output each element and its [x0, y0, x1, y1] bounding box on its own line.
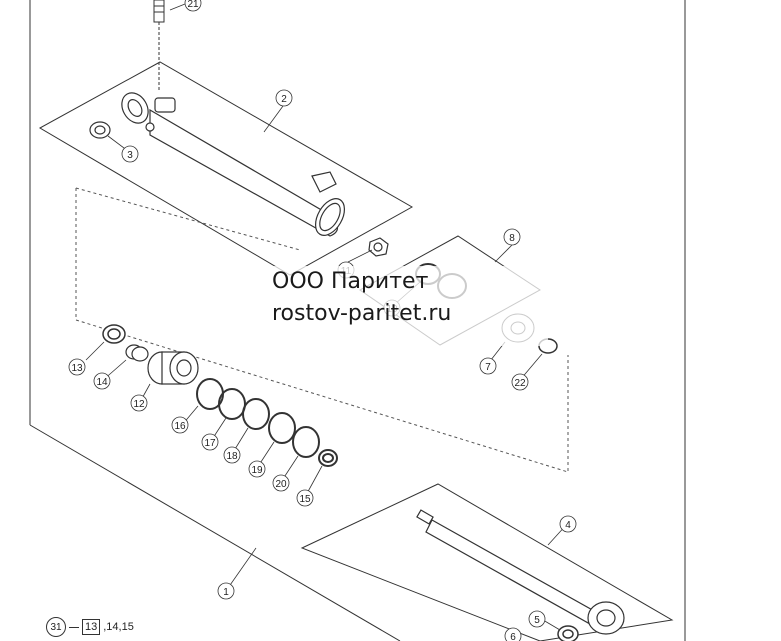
- callout-5: 5: [534, 615, 540, 626]
- callout-1: 1: [223, 587, 229, 598]
- part-3: [89, 121, 111, 139]
- callout-18: 18: [226, 451, 238, 462]
- callout-15: 15: [299, 494, 311, 505]
- callout-14: 14: [96, 377, 108, 388]
- callout-7: 7: [485, 362, 491, 373]
- footer-ref-boxed: 13: [82, 619, 101, 635]
- assembly-frame: [29, 0, 686, 641]
- callout-13: 13: [71, 363, 83, 374]
- callout-17: 17: [204, 438, 216, 449]
- watermark-site: rostov-paritet.ru: [272, 301, 452, 326]
- part-22: [538, 338, 558, 354]
- part-11: [368, 237, 389, 257]
- watermark: ООО Паритет rostov-paritet.ru: [248, 266, 548, 346]
- callout-16: 16: [174, 421, 186, 432]
- callout-12: 12: [133, 399, 145, 410]
- callout-6: 6: [510, 632, 516, 641]
- rod-4: [416, 509, 625, 635]
- footer-ref-dash: [69, 626, 79, 628]
- part-13: [102, 324, 126, 344]
- callout-21: 21: [187, 0, 199, 10]
- seal-rings: [196, 378, 320, 458]
- callout-22: 22: [514, 378, 526, 389]
- callout-19: 19: [251, 465, 263, 476]
- fitting-21: [153, 0, 165, 92]
- footer-reference: 31 13 ,14,15: [46, 617, 134, 637]
- callout-2: 2: [281, 94, 287, 105]
- footer-ref-number: 31: [46, 617, 66, 637]
- part-12: [147, 351, 199, 385]
- callout-3: 3: [127, 150, 133, 161]
- footer-ref-rest: ,14,15: [103, 621, 134, 633]
- callout-8: 8: [509, 233, 515, 244]
- barrel-2: [121, 92, 346, 237]
- part-14: [125, 344, 149, 362]
- rod-plane: [300, 483, 674, 641]
- callout-20: 20: [275, 479, 287, 490]
- piston-group-outline: [75, 187, 569, 473]
- part-15: [318, 449, 338, 467]
- callout-4: 4: [565, 520, 571, 531]
- watermark-company: ООО Паритет: [272, 269, 429, 294]
- part-5-6: [557, 625, 579, 641]
- barrel-plane: [38, 61, 414, 276]
